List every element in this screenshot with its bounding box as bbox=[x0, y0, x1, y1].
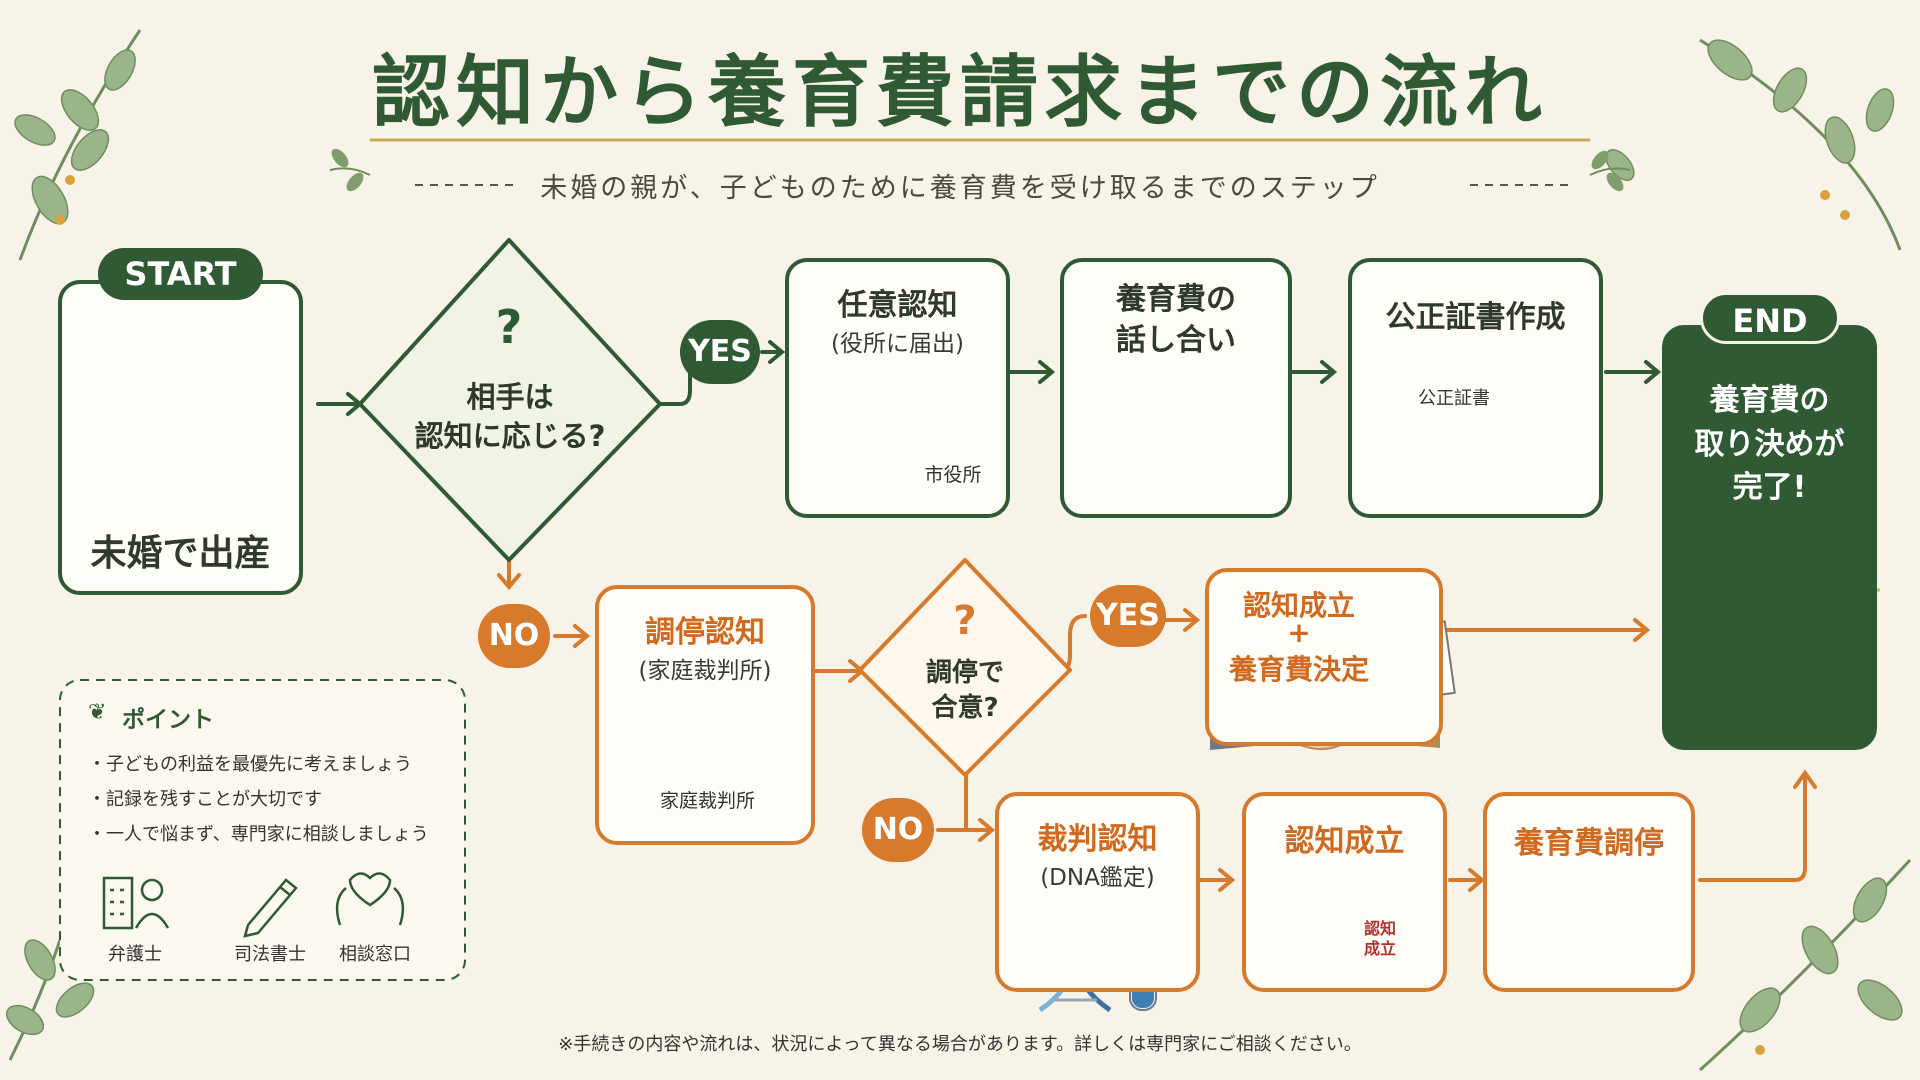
start-box: 未婚で出産 bbox=[58, 280, 303, 595]
decision2-diamond bbox=[858, 558, 1072, 777]
agreement-plus: + bbox=[1287, 616, 1311, 649]
caring-hands-icon bbox=[335, 872, 405, 926]
voluntary-recognition-sub: (役所に届出) bbox=[831, 331, 964, 357]
footnote: ※手続きの内容や流れは、状況によって異なる場合があります。詳しくは専門家にご相談… bbox=[558, 1034, 1362, 1055]
agreement-box: 認知成立 + 養育費決定 bbox=[1205, 568, 1443, 746]
trial-recognition-title: 裁判認知 bbox=[1037, 822, 1158, 857]
recognition-established-box: 認知成立 認知 成立 bbox=[1242, 792, 1447, 992]
end-badge: END bbox=[1700, 292, 1840, 344]
support-mediation-box: 養育費調停 bbox=[1483, 792, 1695, 992]
decision2-text: 調停で 合意? bbox=[925, 658, 1004, 724]
voluntary-recognition-box: 任意認知 (役所に届出) 市役所 bbox=[785, 258, 1010, 518]
trial-recognition-sub: (DNA鑑定) bbox=[1040, 865, 1155, 891]
lawyer-icon bbox=[102, 876, 170, 930]
agreement-line2: 養育費決定 bbox=[1228, 653, 1369, 686]
notarial-deed-title: 公正証書作成 bbox=[1385, 300, 1566, 335]
sprig-right-of-subtitle bbox=[1589, 150, 1631, 192]
decision1-diamond bbox=[358, 238, 662, 562]
no-badge-2: NO bbox=[862, 798, 934, 862]
end-text: 養育費の 取り決めが 完了! bbox=[1694, 383, 1845, 505]
no-badge-1: NO bbox=[478, 604, 550, 668]
agreement-line1: 認知成立 bbox=[1242, 589, 1355, 622]
decision2-question-mark: ? bbox=[953, 598, 977, 644]
pen-icon bbox=[243, 878, 298, 938]
notarial-deed-box: 公正証書作成 公正証書 bbox=[1348, 258, 1603, 518]
trial-recognition-box: 裁判認知 (DNA鑑定) bbox=[995, 792, 1200, 992]
city-hall-sign: 市役所 bbox=[924, 464, 982, 486]
leaf-decoration-top-left bbox=[14, 29, 142, 261]
decision1-question-mark: ? bbox=[495, 300, 523, 354]
mediation-recognition-sub: (家庭裁判所) bbox=[638, 658, 772, 684]
expert-label-consultation: 相談窓口 bbox=[339, 944, 411, 965]
mediation-recognition-title: 調停認知 bbox=[645, 615, 765, 650]
start-label: 未婚で出産 bbox=[90, 533, 271, 574]
recognition-stamp-text: 認知 成立 bbox=[1363, 919, 1396, 958]
tip-item: ・一人で悩まず、専門家に相談しましょう bbox=[88, 824, 429, 845]
tip-item: ・記録を残すことが大切です bbox=[88, 789, 322, 810]
mediation-recognition-box: 調停認知 (家庭裁判所) 家庭裁判所 bbox=[595, 585, 815, 845]
tips-heading: ポイント bbox=[122, 707, 214, 733]
end-box: 養育費の 取り決めが 完了! bbox=[1662, 325, 1877, 750]
support-discussion-title: 養育費の 話し合い bbox=[1116, 282, 1236, 358]
start-badge: START bbox=[98, 248, 263, 300]
yes-badge-1: YES bbox=[680, 320, 760, 384]
leaf-decoration-bottom-right bbox=[1698, 858, 1912, 1072]
courthouse-sign: 家庭裁判所 bbox=[659, 790, 755, 812]
yes-badge-2: YES bbox=[1090, 585, 1166, 647]
expert-label-lawyer: 弁護士 bbox=[108, 944, 162, 965]
recognition-established-title: 認知成立 bbox=[1284, 824, 1405, 859]
decision1-text: 相手は 認知に応じる? bbox=[414, 380, 606, 454]
leaf-decoration-bottom-left bbox=[5, 939, 95, 1061]
notarial-doc-label: 公正証書 bbox=[1418, 388, 1490, 409]
page-subtitle: 未婚の親が、子どものために養育費を受け取るまでのステップ bbox=[540, 173, 1380, 204]
support-mediation-title: 養育費調停 bbox=[1514, 826, 1664, 861]
tip-item: ・子どもの利益を最優先に考えましょう bbox=[88, 754, 412, 775]
voluntary-recognition-title: 任意認知 bbox=[837, 288, 958, 323]
page-title: 認知から養育費請求までの流れ bbox=[371, 48, 1548, 138]
support-discussion-box: 養育費の 話し合い bbox=[1060, 258, 1292, 518]
expert-label-scrivener: 司法書士 bbox=[234, 944, 306, 965]
tips-heading-icon: ❦ bbox=[88, 700, 107, 725]
sprig-left-of-subtitle bbox=[329, 148, 371, 192]
tips-box-outline bbox=[59, 679, 466, 981]
leaf-decoration-top-right bbox=[1605, 38, 1902, 251]
